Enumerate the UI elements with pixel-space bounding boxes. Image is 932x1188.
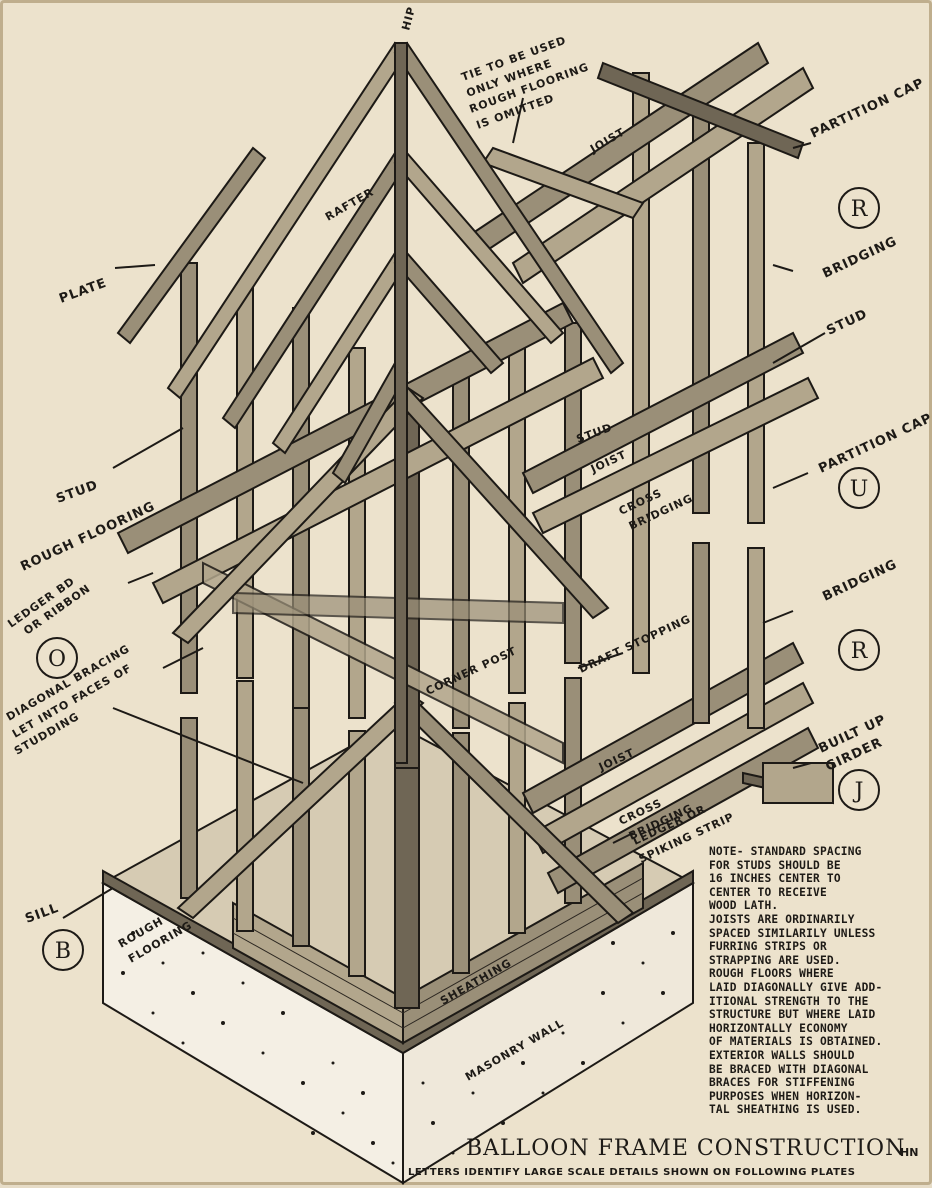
lower-joists: [521, 641, 834, 895]
label-stud-right: STUD: [824, 307, 870, 339]
detail-letter-o: O: [48, 647, 66, 672]
detail-circle-r-top: [838, 187, 880, 229]
label-corner-post: CORNER POST: [424, 644, 519, 698]
detail-letter-r-low: R: [851, 639, 869, 664]
detail-letter-b: B: [55, 939, 71, 964]
leader-lines: [62, 97, 826, 919]
detail-circle-o: [36, 637, 78, 679]
sill-and-sheathing: [102, 861, 694, 1055]
detail-circle-u: [838, 467, 880, 509]
upper-floor-joists: [116, 301, 820, 765]
label-bridging-top: BRIDGING: [820, 234, 899, 282]
detail-circles: R U R J O B: [36, 187, 880, 971]
detail-letter-u: U: [850, 477, 869, 502]
detail-letter-r-top: R: [851, 197, 869, 222]
plate-title: BALLOON FRAME CONSTRUCTION: [466, 1136, 906, 1161]
label-partition-cap-mid: PARTITION CAP: [816, 411, 932, 477]
detail-letter-j: J: [853, 779, 864, 804]
top-joists: [471, 41, 815, 285]
balloon-frame-drawing: HIP TIE TO BE USED ONLY WHERE ROUGH FLOO…: [4, 5, 932, 1185]
lower-diagonal-bracing: [176, 691, 635, 925]
detail-circle-j: [838, 769, 880, 811]
label-plate: PLATE: [57, 276, 109, 307]
label-hip: HIP: [399, 5, 418, 32]
label-bridging-low: BRIDGING: [820, 557, 899, 605]
author-initials: HN: [900, 1146, 919, 1159]
detail-circle-r-low: [838, 629, 880, 671]
detail-circle-b: [42, 929, 84, 971]
label-sill: SILL: [23, 901, 61, 927]
label-partition-cap-top: PARTITION CAP: [808, 76, 927, 142]
lower-studs: [180, 677, 582, 1009]
label-stud-left: STUD: [54, 478, 100, 507]
plate-subtitle: LETTERS IDENTIFY LARGE SCALE DETAILS SHO…: [408, 1167, 856, 1178]
roof-rafters: [116, 41, 625, 764]
construction-note: NOTE- STANDARD SPACING FOR STUDS SHOULD …: [709, 845, 883, 1117]
